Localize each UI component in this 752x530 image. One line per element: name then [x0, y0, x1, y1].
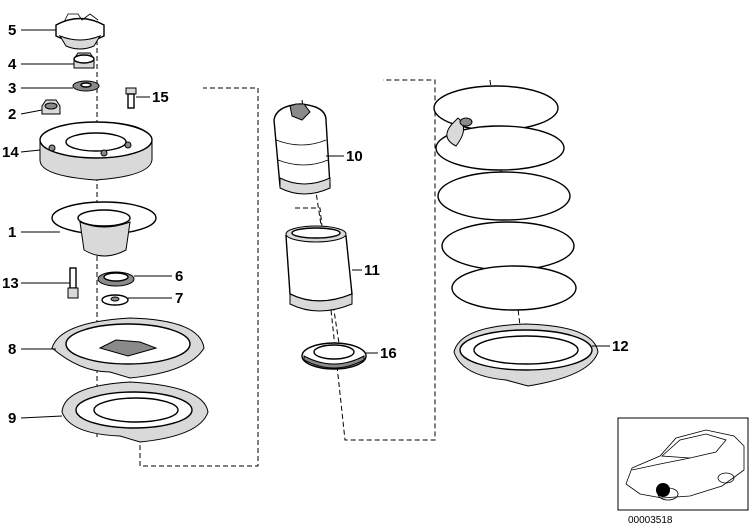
callout-2: 2	[8, 106, 16, 123]
group-frame-left	[139, 87, 259, 467]
callout-14: 14	[2, 144, 19, 161]
part-13-bolt	[67, 267, 79, 299]
part-2-nut	[41, 99, 61, 115]
callout-4: 4	[8, 56, 17, 73]
part-5-top-cap	[55, 13, 105, 50]
part-14-mount-plate	[39, 121, 153, 181]
callout-1: 1	[8, 224, 16, 241]
part-15-bolt	[125, 87, 137, 109]
part-12-spring-pad	[453, 323, 599, 387]
callout-13: 13	[2, 275, 19, 292]
part-8-upper-spring-pad	[51, 317, 205, 379]
part-7-washer	[101, 294, 129, 306]
car-outline-icon	[625, 429, 745, 499]
callout-9: 9	[8, 410, 16, 427]
callout-10: 10	[346, 148, 363, 165]
leader-lines	[20, 29, 610, 419]
callout-12: 12	[612, 338, 629, 355]
location-marker-icon	[656, 483, 670, 497]
callout-11: 11	[364, 262, 380, 279]
part-6-bearing-ring	[97, 271, 135, 287]
part-11-dust-boot	[285, 225, 353, 312]
callout-5: 5	[8, 22, 16, 39]
part-16-ring	[301, 342, 367, 370]
callout-7: 7	[175, 290, 183, 307]
callout-3: 3	[8, 80, 16, 97]
part-12-coil-spring	[433, 85, 577, 311]
part-9-lower-spring-pad	[61, 381, 209, 443]
vehicle-locator-thumbnail	[617, 417, 749, 511]
callout-16: 16	[380, 345, 397, 362]
diagram-code: 00003518	[628, 515, 673, 526]
group-frame-middle	[295, 79, 436, 441]
callout-15: 15	[152, 89, 169, 106]
callout-6: 6	[175, 268, 183, 285]
part-10-bump-stop	[273, 103, 331, 195]
part-3-washer	[72, 80, 100, 92]
callout-8: 8	[8, 341, 16, 358]
part-4-nut	[73, 52, 95, 69]
part-1-bearing-plate	[51, 201, 157, 257]
